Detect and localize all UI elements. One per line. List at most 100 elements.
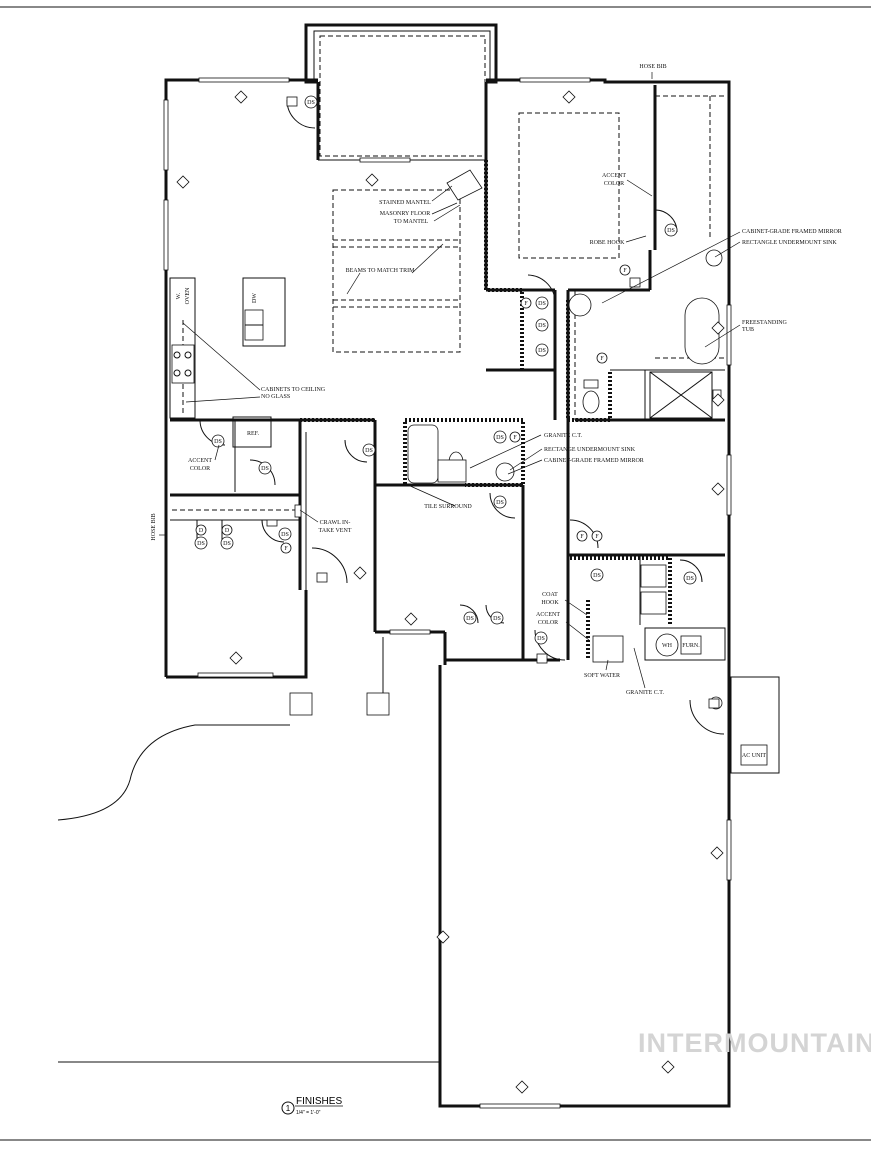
svg-text:F: F <box>524 301 528 307</box>
wall-tags <box>176 90 725 1094</box>
svg-text:F: F <box>580 534 584 540</box>
svg-text:D: D <box>199 528 204 534</box>
svg-text:DS: DS <box>593 573 601 579</box>
fan-icon: F <box>591 530 603 542</box>
outlet-icon: DS <box>463 611 477 625</box>
svg-text:DS: DS <box>307 100 315 106</box>
svg-text:DS: DS <box>538 323 546 329</box>
watermark: INTERMOUNTAIN <box>638 1028 871 1058</box>
outlet-symbols: DS DS DS DS DS DS DS DS DS DS DS DS DS D… <box>194 95 723 710</box>
svg-text:DS: DS <box>197 541 205 547</box>
fan-icon: F <box>576 530 588 542</box>
svg-text:D: D <box>225 528 230 534</box>
label-cabinet-mirror-bath: CABINET-GRADE FRAMED MIRROR <box>544 458 644 464</box>
label-accent-color-master-2: COLOR <box>604 181 624 187</box>
water-heater: WH <box>655 633 679 657</box>
drawing-title: FINISHES <box>296 1096 342 1107</box>
label-hose-bib-left: HOSE BIB <box>151 513 157 540</box>
master-sink <box>705 249 723 267</box>
wall-tag-icon <box>176 175 190 189</box>
label-dw: DW <box>252 293 258 303</box>
outlet-icon: DS <box>258 461 272 475</box>
svg-text:DS: DS <box>365 448 373 454</box>
master-toilet <box>582 390 600 414</box>
fan-icon: F <box>520 297 532 309</box>
ac-unit: AC UNIT <box>740 744 768 766</box>
svg-text:DS: DS <box>538 301 546 307</box>
fan-symbols: F F F F F F F <box>280 264 631 554</box>
label-accent-color-entry: ACCENT <box>536 612 560 618</box>
label-accent-color-kitchen-2: COLOR <box>190 466 210 472</box>
drive-curve <box>57 724 290 821</box>
outlet-icon: DS <box>278 527 292 541</box>
svg-text:DS: DS <box>493 616 501 622</box>
fan-icon: F <box>596 352 608 364</box>
label-beams: BEAMS TO MATCH TRIM <box>346 268 416 274</box>
leader-lines <box>159 72 741 689</box>
label-granite-ct-bath: GRANITE C.T. <box>544 433 583 439</box>
wall-tag-icon <box>710 846 724 860</box>
wall-tag-icon <box>515 1080 529 1094</box>
wall-tag-icon <box>365 173 379 187</box>
outlet-icon: DS <box>493 495 507 509</box>
label-tile-surround: TILE SURROUND <box>424 504 472 510</box>
outlet-icon: DS <box>490 611 504 625</box>
wall-tag-icon <box>711 393 725 407</box>
svg-text:DS: DS <box>537 636 545 642</box>
drawing-scale: 1/4" = 1'-0" <box>296 1110 321 1116</box>
drawing-title-block: 1 FINISHES 1/4" = 1'-0" <box>281 1094 361 1123</box>
outlet-icon: DS <box>535 343 549 357</box>
label-cabinet-mirror-master: CABINET-GRADE FRAMED MIRROR <box>742 229 842 235</box>
label-robe-hook: ROBE HOOK <box>590 240 626 246</box>
outlet-icon: DS <box>664 223 678 237</box>
svg-text:DS: DS <box>496 500 504 506</box>
label-soft-water: SOFT WATER <box>584 673 620 679</box>
outlet-icon: DS <box>194 536 208 550</box>
wall-tag-icon <box>661 1060 675 1074</box>
svg-text:DS: DS <box>223 541 231 547</box>
svg-text:FURN.: FURN. <box>682 643 700 649</box>
hall-bath-sink <box>495 462 515 482</box>
label-cabinets-ceiling: CABINETS TO CEILING <box>261 387 326 393</box>
data-symbols: D D <box>195 524 233 536</box>
wall-tag-icon <box>436 930 450 944</box>
hall-bath-tub <box>407 424 439 484</box>
label-freestanding: FREESTANDING <box>742 320 788 326</box>
svg-text:DS: DS <box>667 228 675 234</box>
svg-text:F: F <box>513 435 517 441</box>
tile-finish-walls <box>300 160 672 660</box>
svg-text:WH: WH <box>662 643 673 649</box>
svg-text:AC UNIT: AC UNIT <box>742 753 766 759</box>
switch-boxes <box>266 96 722 709</box>
outlet-icon: DS <box>535 296 549 310</box>
detail-marker-icon: 1 FINISHES 1/4" = 1'-0" <box>281 1096 343 1116</box>
svg-text:DS: DS <box>214 439 222 445</box>
svg-text:1: 1 <box>286 1104 291 1113</box>
outlet-icon: DS <box>304 95 318 109</box>
label-no-glass: NO GLASS <box>261 394 290 400</box>
outlet-icon: DS <box>590 568 604 582</box>
data-icon: D <box>221 524 233 536</box>
svg-text:F: F <box>284 546 288 552</box>
ceiling-lines <box>172 35 725 556</box>
wall-tag-icon <box>711 482 725 496</box>
label-coat-hook-2: HOOK <box>541 600 559 606</box>
label-crawl-vent: CRAWL IN- <box>320 520 351 526</box>
data-icon: D <box>195 524 207 536</box>
fan-icon: F <box>509 431 521 443</box>
svg-text:F: F <box>600 356 604 362</box>
label-granite-ct-laundry: GRANITE C.T. <box>626 690 665 696</box>
wall-tag-icon <box>229 651 243 665</box>
svg-text:DS: DS <box>281 532 289 538</box>
svg-text:DS: DS <box>538 348 546 354</box>
outlet-icon: DS <box>493 430 507 444</box>
label-stained-mantel: STAINED MANTEL <box>379 200 431 206</box>
annotation-labels: HOSE BIB HOSE BIB STAINED MANTEL MASONRY… <box>151 64 842 766</box>
wall-tag-icon <box>234 90 248 104</box>
freestanding-tub <box>684 297 720 365</box>
furnace: FURN. <box>680 635 702 655</box>
outlet-icon: DS <box>220 536 234 550</box>
outlet-icon: DS <box>211 434 225 448</box>
fixtures <box>171 169 723 716</box>
